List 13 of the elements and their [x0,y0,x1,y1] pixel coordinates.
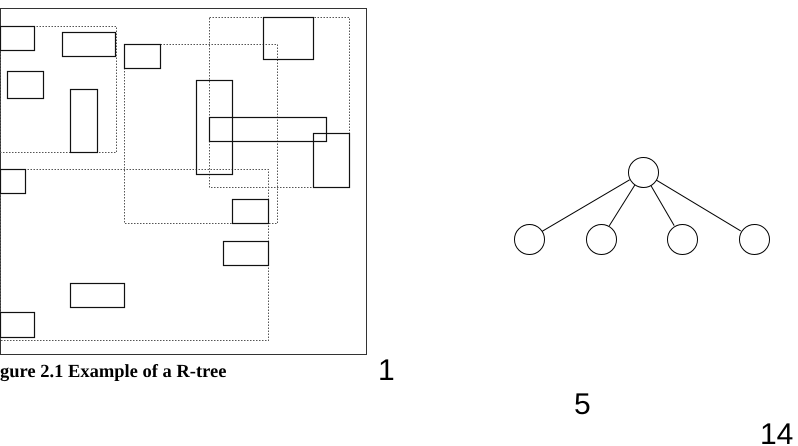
connector-line [608,184,636,226]
page-number: 14 [760,420,794,446]
connector-line [650,184,675,226]
connector-line [542,179,630,232]
page-number: 5 [574,390,591,420]
tree-node-circle [628,156,658,188]
connector-line [656,180,742,232]
tree-node-circle [514,224,544,254]
tree-node-circle [586,224,616,254]
tree-node-circle [666,224,698,254]
figure-caption: gure 2.1 Example of a R-tree [0,362,226,383]
page-number: 1 [378,356,395,386]
tree-node-circle [738,224,770,254]
